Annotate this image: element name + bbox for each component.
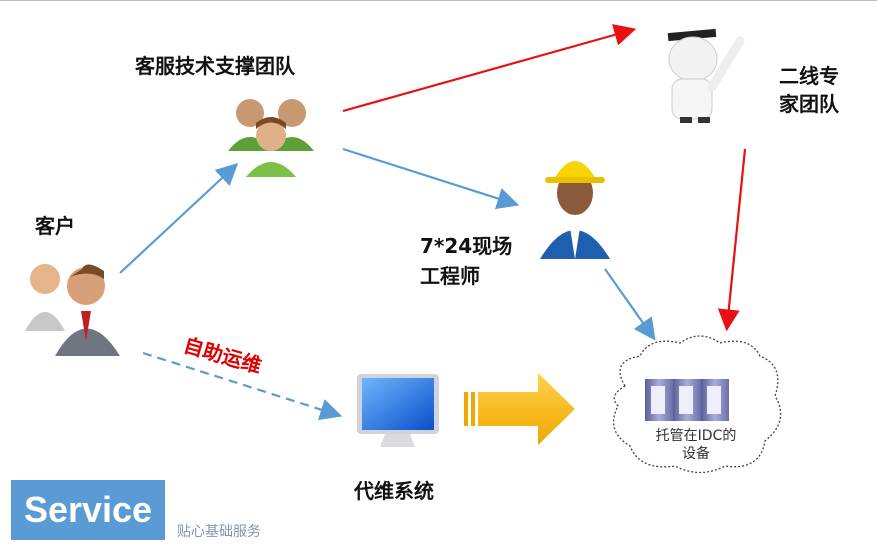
service-badge: Service xyxy=(11,480,165,540)
support-team-icon xyxy=(228,99,314,177)
arrow-engineer-to-idc xyxy=(604,268,656,341)
customer-icon xyxy=(25,264,120,356)
yellow-flow-arrow-icon xyxy=(464,373,575,445)
idc-label-line1: 托管在IDC的 xyxy=(655,428,737,444)
customer-label: 客户 xyxy=(35,214,75,238)
idc-cloud-shape xyxy=(612,335,782,474)
ops-monitor-icon xyxy=(357,374,439,447)
expert-doctor-icon xyxy=(667,28,745,123)
arrow-support-to-engineer xyxy=(342,147,520,210)
arrow-customer-to-support xyxy=(119,163,239,274)
servers-icon xyxy=(645,379,729,421)
arrow-expert-to-idc xyxy=(717,148,747,332)
arrow-customer-to-system-dashed xyxy=(142,351,343,421)
arrow-support-to-expert xyxy=(342,24,637,113)
idc-label: 托管在IDC的 设备 xyxy=(640,427,752,463)
engineer-label-line2: 工程师 xyxy=(420,264,480,288)
ops-system-label: 代维系统 xyxy=(354,479,434,503)
engineer-hardhat-icon xyxy=(540,161,610,259)
expert-team-label-line2: 家团队 xyxy=(779,92,839,116)
engineer-label-line1: 7*24现场 xyxy=(420,234,513,258)
expert-team-label-line1: 二线专 xyxy=(779,64,839,88)
service-subtitle: 贴心基础服务 xyxy=(177,524,261,540)
support-team-label: 客服技术支撑团队 xyxy=(135,54,295,78)
idc-label-line2: 设备 xyxy=(682,446,710,462)
